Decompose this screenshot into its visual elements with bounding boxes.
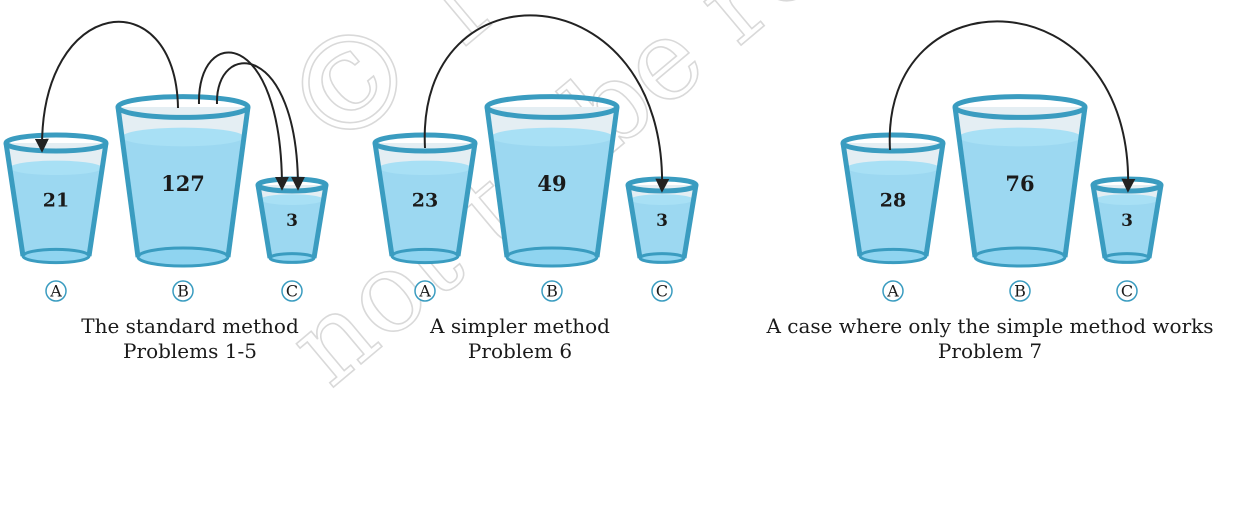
glass-c: 3 <box>625 176 699 264</box>
glass-letter-label: B <box>1014 282 1026 301</box>
glass-b: 76 <box>952 94 1088 268</box>
liquid-surface <box>1095 194 1159 206</box>
glass-value: 76 <box>1005 171 1034 196</box>
glass-letter-label: C <box>656 282 668 301</box>
liquid-surface <box>9 160 103 176</box>
liquid-surface <box>260 194 324 206</box>
liquid <box>491 137 613 266</box>
liquid-surface <box>630 194 694 206</box>
liquid <box>1095 199 1159 263</box>
glass-letter-circle <box>541 280 563 302</box>
caption-line-title: A simpler method <box>430 314 610 338</box>
glass-c: 3 <box>255 176 329 264</box>
glass-letter-label: B <box>177 282 189 301</box>
pour-arrow-a-to-c <box>423 14 670 193</box>
glass-letter-circle <box>1009 280 1031 302</box>
liquid <box>378 167 472 263</box>
glass-rim <box>115 94 251 120</box>
liquid <box>959 137 1081 266</box>
glass-a: 28 <box>840 132 946 265</box>
glass-b: 49 <box>484 94 620 268</box>
liquid-surface <box>959 127 1081 147</box>
pour-arrow-a-to-c <box>888 20 1136 193</box>
pour-arrow-b-to-c <box>197 51 289 191</box>
glass-letter-circle <box>882 280 904 302</box>
panel-caption-simple-method-only: A case where only the simple method work… <box>720 314 1257 364</box>
liquid <box>846 167 940 263</box>
pour-arrow-b-to-c <box>215 62 305 191</box>
glass-value: 28 <box>880 189 906 211</box>
caption-line-title: The standard method <box>81 314 299 338</box>
liquid-surface <box>491 127 613 147</box>
glass-value: 21 <box>43 189 69 211</box>
glass-letter-label: A <box>418 282 431 301</box>
glass-rim <box>484 94 620 120</box>
glass-letter-circle <box>1116 280 1138 302</box>
caption-line-problem: Problem 6 <box>467 339 573 363</box>
glass-a: 21 <box>3 132 109 265</box>
glass-letter-label: B <box>546 282 558 301</box>
liquid-surface <box>378 160 472 176</box>
glass-letter-circle <box>651 280 673 302</box>
glass-rim <box>952 94 1088 120</box>
glass-letter-label: A <box>49 282 62 301</box>
pour-arrow-b-to-a <box>34 20 179 153</box>
glass-letter-label: A <box>886 282 899 301</box>
glass-value: 3 <box>286 211 298 231</box>
caption-line-problem: Problems 1-5 <box>123 339 257 363</box>
liquid <box>122 137 244 266</box>
liquid-surface <box>846 160 940 176</box>
caption-line-title: A case where only the simple method work… <box>766 314 1214 338</box>
glass-letter-circle <box>281 280 303 302</box>
liquid <box>630 199 694 263</box>
glass-b: 127 <box>115 94 251 268</box>
glass-value: 23 <box>412 189 438 211</box>
glass-letter-label: C <box>1121 282 1133 301</box>
glass-value: 3 <box>656 211 668 231</box>
liquid-surface <box>122 127 244 147</box>
caption-line-problem: Problem 7 <box>937 339 1043 363</box>
glass-letter-circle <box>414 280 436 302</box>
glass-letter-circle <box>45 280 67 302</box>
panel-caption-standard-method: The standard method Problems 1-5 <box>40 314 340 364</box>
glass-letter-circle <box>172 280 194 302</box>
glass-a: 23 <box>372 132 478 265</box>
liquid <box>260 199 324 263</box>
glass-rim <box>840 132 946 154</box>
liquid <box>9 167 103 263</box>
panel-caption-simpler-method: A simpler method Problem 6 <box>390 314 650 364</box>
pour-arrows-layer <box>34 14 1136 193</box>
glass-c: 3 <box>1090 176 1164 264</box>
glass-value: 127 <box>161 171 205 196</box>
glass-rim <box>3 132 109 154</box>
glass-value: 3 <box>1121 211 1133 231</box>
glass-letter-label: C <box>286 282 298 301</box>
glass-value: 49 <box>537 171 566 196</box>
